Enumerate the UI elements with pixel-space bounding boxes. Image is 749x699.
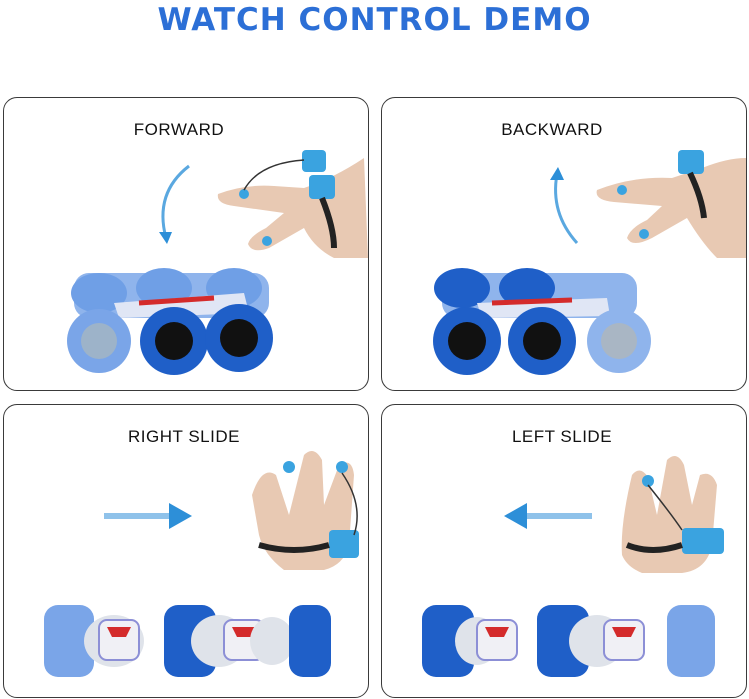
curved-arrow-up-icon [554, 173, 579, 245]
forward-illustration [67, 150, 368, 375]
backward-panel: BACKWARD [381, 97, 747, 391]
hand-icon [252, 451, 359, 570]
right-slide-panel: RIGHT SLIDE [3, 404, 369, 698]
watch-icon [682, 528, 724, 554]
watch-icon [678, 150, 704, 174]
arrow-right-icon [104, 503, 192, 529]
hand-icon [217, 150, 368, 258]
hand-icon [596, 150, 746, 258]
left-slide-illustration [422, 456, 724, 677]
stunt-car-icon [44, 605, 331, 677]
left-slide-label: LEFT SLIDE [511, 427, 613, 446]
right-slide-label: RIGHT SLIDE [128, 427, 240, 446]
stunt-car-icon [433, 268, 651, 375]
watch-icon [329, 530, 359, 558]
forward-panel: FORWARD [3, 97, 369, 391]
backward-label: BACKWARD [501, 120, 603, 139]
curved-arrow-down-icon [161, 164, 190, 239]
left-slide-panel: LEFT SLIDE [381, 404, 747, 698]
hand-icon [621, 456, 724, 573]
backward-illustration [433, 150, 746, 375]
arrow-left-icon [504, 503, 592, 529]
stunt-car-icon [67, 268, 273, 375]
forward-label: FORWARD [133, 120, 225, 139]
page-title: WATCH CONTROL DEMO [157, 2, 592, 38]
stunt-car-icon [422, 605, 715, 677]
watch-icon [302, 150, 326, 172]
right-slide-illustration [44, 451, 359, 677]
